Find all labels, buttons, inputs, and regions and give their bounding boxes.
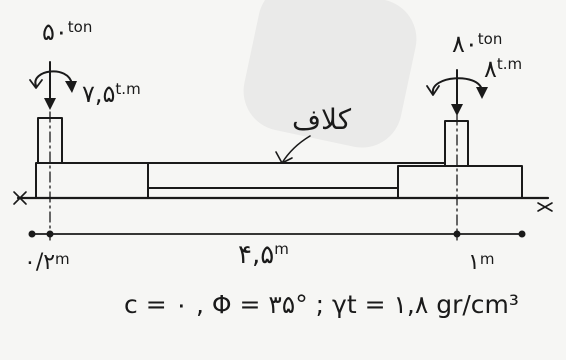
- left-force-label: ۵۰ton: [42, 18, 93, 46]
- soil-parameters: c = ۰ , Φ = ۳۵° ; γt = ۱,۸ gr/cm³: [124, 290, 519, 319]
- dim-tick-0: [28, 230, 36, 238]
- beam-label: کلاف: [292, 103, 352, 136]
- left-moment-tail: [29, 79, 43, 89]
- right-moment-arrowhead: [476, 87, 488, 99]
- left-moment-arc: [34, 70, 73, 87]
- beam-label-leader: [281, 135, 311, 164]
- right-force-label: ۸۰ton: [452, 30, 503, 58]
- left-force-arrowhead: [44, 98, 56, 110]
- ground-hatch-right: [537, 202, 553, 212]
- right-moment-label: ۸t.m: [484, 55, 523, 83]
- ground-hatch-left: [13, 191, 27, 205]
- left-footing: [35, 162, 149, 199]
- dim-tick-2: [453, 230, 461, 238]
- dim-tick-3: [518, 230, 526, 238]
- right-moment-arc: [431, 77, 483, 94]
- right-footing: [397, 165, 523, 199]
- left-moment-label: ۷,۵t.m: [82, 80, 141, 108]
- dim-tick-1: [46, 230, 54, 238]
- right-offset-label: ۱m: [468, 250, 495, 275]
- span-label: ۴,۵m: [238, 240, 289, 270]
- right-moment-tail: [426, 85, 440, 96]
- beam-label-leader-head: [275, 151, 293, 164]
- left-moment-arrowhead: [65, 81, 77, 93]
- right-force-arrowhead: [451, 104, 463, 116]
- left-offset-label: ۰/۲m: [24, 250, 70, 275]
